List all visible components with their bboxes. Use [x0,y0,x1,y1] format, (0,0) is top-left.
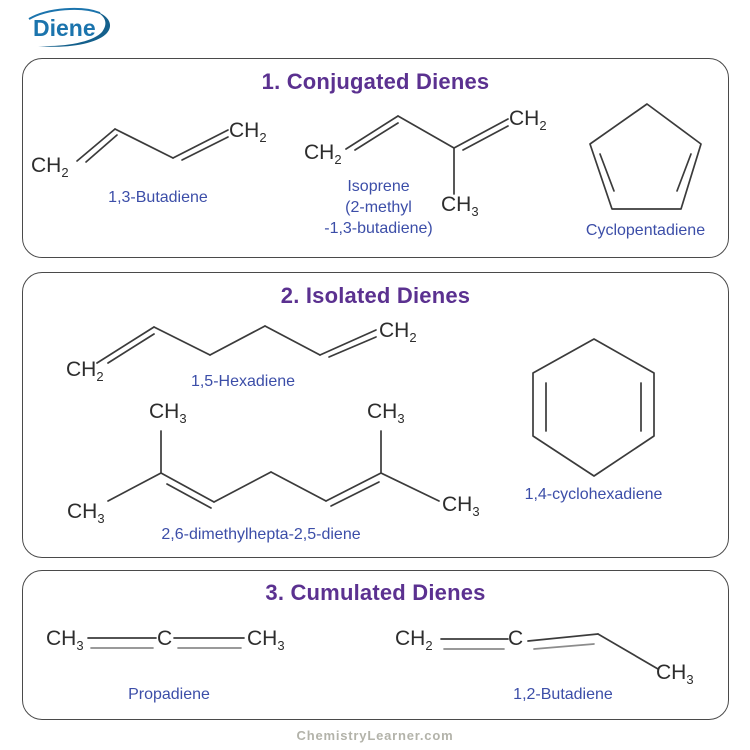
molecule-name-propadiene: Propadiene [128,686,210,703]
molecule-name-cyclopentadiene: Cyclopentadiene [585,222,706,239]
logo-swoosh-tail [38,12,111,47]
hexadiene-skeleton [96,325,377,364]
atom-label-ch3: CH3 [46,627,84,654]
atom-label-ch3: CH3 [367,400,405,427]
atom-label-ch2: CH2 [66,358,104,385]
watermark-text: ChemistryLearner.com [296,728,454,743]
molecule-name-hexadiene: 1,5-Hexadiene [190,373,296,390]
molecule-name-isoprene: Isoprene (2-methyl -1,3-butadiene) [324,178,433,237]
section-title-cumulated: 3. Cumulated Dienes [265,580,486,605]
atom-label-ch2: CH2 [31,154,69,181]
bond-lines [589,103,702,210]
atom-label-ch3: CH3 [442,493,480,520]
atom-label-ch3: CH3 [67,500,105,527]
bond-lines [96,325,377,364]
atom-label-ch2: CH2 [304,141,342,168]
bond-lines [440,633,659,670]
section-isolated-dienes: 2. Isolated Dienes CH2 CH2 1,5-Hexadiene… [22,272,729,558]
butadiene-skeleton [76,128,229,163]
butadiene12-skeleton [440,633,659,670]
atom-label-ch2: CH2 [379,319,417,346]
bond-lines [532,338,655,477]
logo-text: Diene [33,15,96,41]
bond-lines [76,128,229,163]
propadiene-skeleton [87,637,245,649]
atom-label-ch3: CH3 [656,661,694,688]
bond-lines [107,430,440,509]
atom-label-ch3: CH3 [441,193,479,220]
atom-label-ch2: CH2 [229,119,267,146]
molecule-name-butadiene12: 1,2-Butadiene [513,686,613,703]
cyclohexadiene-skeleton [532,338,655,477]
atom-label-c: C [157,627,173,650]
logo-swoosh-top-arc [28,8,101,20]
isoprene-skeleton [345,115,509,195]
dimethylheptadiene-skeleton [107,430,440,509]
atom-label-c: C [508,627,524,650]
section-conjugated-dienes: 1. Conjugated Dienes CH2 CH2 1,3-Butadie… [22,58,729,258]
atom-label-ch2: CH2 [395,627,433,654]
atom-label-ch2: CH2 [509,107,547,134]
atom-label-ch3: CH3 [149,400,187,427]
diene-logo: Diene [28,8,111,47]
molecule-name-butadiene: 1,3-Butadiene [108,189,208,206]
atom-label-ch3: CH3 [247,627,285,654]
molecule-name-dimethylheptadiene: 2,6-dimethylhepta-2,5-diene [161,526,361,543]
section-title-conjugated: 1. Conjugated Dienes [261,69,490,94]
section-cumulated-dienes: 3. Cumulated Dienes CH3 C CH3 Propadiene… [22,570,729,720]
bond-lines [87,637,245,649]
molecule-name-cyclohexadiene: 1,4-cyclohexadiene [524,486,663,503]
section-title-isolated: 2. Isolated Dienes [280,283,471,308]
bond-lines [345,115,509,195]
cyclopentadiene-skeleton [589,103,702,210]
